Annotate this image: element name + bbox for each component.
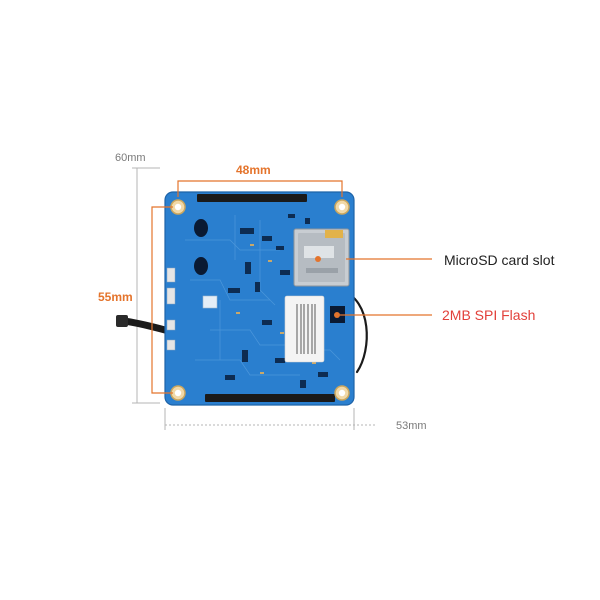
total-width-label: 53mm — [396, 420, 427, 432]
board-sticker — [284, 295, 325, 363]
hole-width-label: 48mm — [236, 163, 271, 177]
bracket-55mm — [151, 206, 173, 394]
spi-flash-marker — [334, 312, 340, 318]
hole-height-label: 55mm — [98, 290, 133, 304]
capacitor-bottom — [194, 257, 208, 275]
microsd-marker — [315, 256, 321, 262]
white-chip — [202, 295, 218, 309]
pcb — [164, 191, 355, 406]
total-height-label: 60mm — [115, 152, 146, 164]
bracket-48mm — [177, 180, 343, 197]
spi-flash-callout: 2MB SPI Flash — [442, 307, 536, 323]
microsd-callout: MicroSD card slot — [444, 252, 555, 268]
microsd-slot — [293, 228, 350, 287]
hole-dimension-brackets — [151, 180, 432, 394]
capacitor-top — [194, 219, 208, 237]
outer-dimension-lines — [132, 167, 375, 430]
